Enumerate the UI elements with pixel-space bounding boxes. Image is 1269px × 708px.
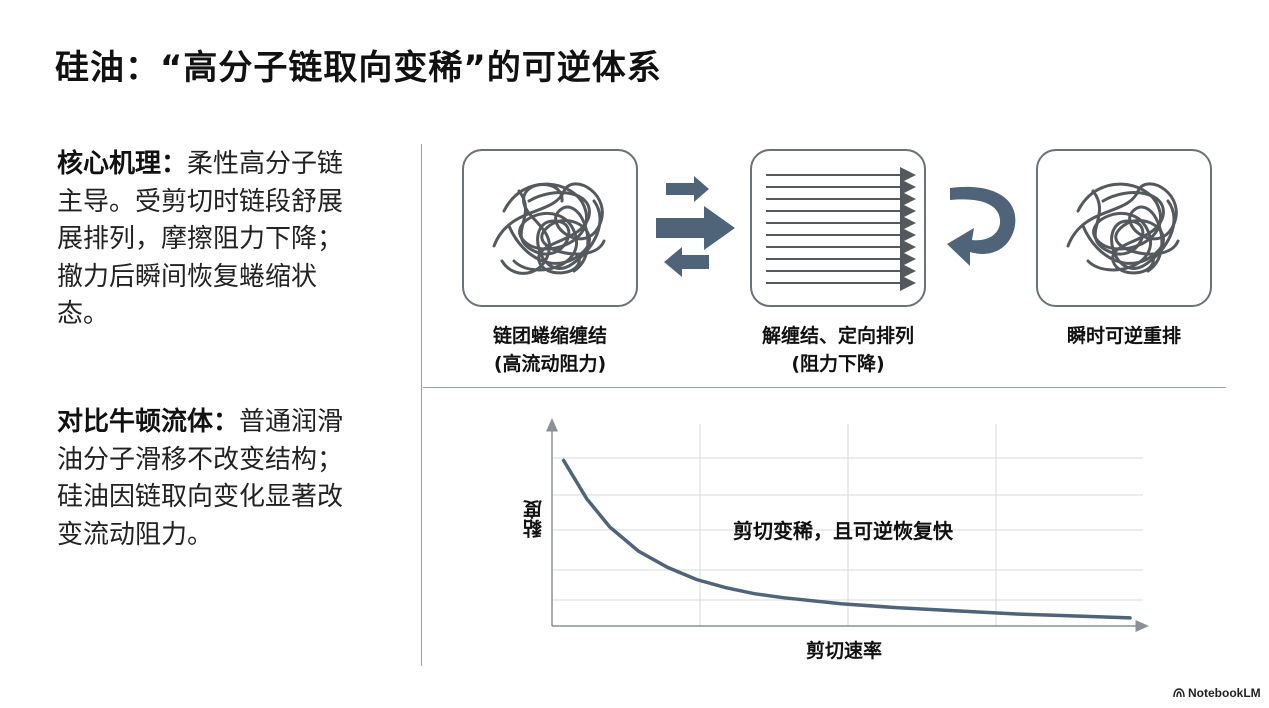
chart-annotation: 剪切变稀，且可逆恢复快 <box>733 519 953 543</box>
recoiled-chains-box <box>1036 149 1212 307</box>
text-column: 核心机理：柔性高分子链 主导。受剪切时链段舒展 展排列，摩擦阻力下降； 撤力后瞬… <box>57 146 397 550</box>
mechanism-line: 柔性高分子链 <box>187 149 344 179</box>
stage-title: 瞬时可逆重排 <box>1066 325 1181 347</box>
large-right-arrow-icon <box>656 206 735 250</box>
mechanism-line: 展排列，摩擦阻力下降； <box>57 224 344 254</box>
mechanism-line: 撤力后瞬间恢复蜷缩状 <box>57 261 318 292</box>
aligned-lines-icon <box>766 167 916 291</box>
page-title: 硅油：“高分子链取向变稀”的可逆体系 <box>55 48 662 88</box>
left-arrow-icon <box>664 247 709 277</box>
brand-text: NotebookLM <box>1188 686 1261 700</box>
viscosity-curve <box>561 458 1132 620</box>
comparison-paragraph: 对比牛顿流体：普通润滑 油分子滑移不改变结构； 硅油因链取向变化显著改 变流动阻… <box>57 404 397 554</box>
mechanism-heading: 核心机理： <box>57 149 188 179</box>
stage-label-coiled: 链团蜷缩缠结 (高流动阻力) <box>440 322 660 378</box>
stage-subtitle: (高流动阻力) <box>493 353 607 375</box>
mechanism-paragraph: 核心机理：柔性高分子链 主导。受剪切时链段舒展 展排列，摩擦阻力下降； 撤力后瞬… <box>57 146 397 334</box>
notebooklm-logo-icon <box>1173 688 1185 698</box>
y-axis-label: 黏度 <box>523 500 545 538</box>
mechanism-line: 态。 <box>57 299 110 329</box>
coiled-chains-box <box>462 149 638 307</box>
comparison-line: 油分子滑移不改变结构； <box>57 444 344 475</box>
x-axis-label: 剪切速率 <box>806 640 883 662</box>
tangled-coil-icon <box>1066 182 1180 275</box>
chart-grid <box>552 424 1143 626</box>
stage-label-recoiled: 瞬时可逆重排 <box>1014 322 1234 350</box>
mechanism-line: 主导。受剪切时链段舒展 <box>57 186 344 217</box>
stage-subtitle: (阻力下降) <box>791 353 885 375</box>
tangled-coil-icon <box>492 182 606 275</box>
curved-return-arrow-icon <box>947 186 1016 266</box>
aligned-chains-box <box>750 149 926 307</box>
small-right-arrow-icon <box>666 176 709 202</box>
vertical-divider <box>421 144 422 666</box>
stage-label-aligned: 解缠结、定向排列 (阻力下降) <box>728 322 948 378</box>
horizontal-divider <box>423 387 1226 388</box>
comparison-line: 普通润滑 <box>239 407 344 437</box>
stage-title: 解缠结、定向排列 <box>761 325 914 347</box>
comparison-heading: 对比牛顿流体： <box>57 407 240 437</box>
comparison-line: 变流动阻力。 <box>57 519 214 550</box>
brand-watermark: NotebookLM <box>1173 686 1261 700</box>
stage-title: 链团蜷缩缠结 <box>492 325 607 347</box>
comparison-line: 硅油因链取向变化显著改 <box>57 482 344 512</box>
